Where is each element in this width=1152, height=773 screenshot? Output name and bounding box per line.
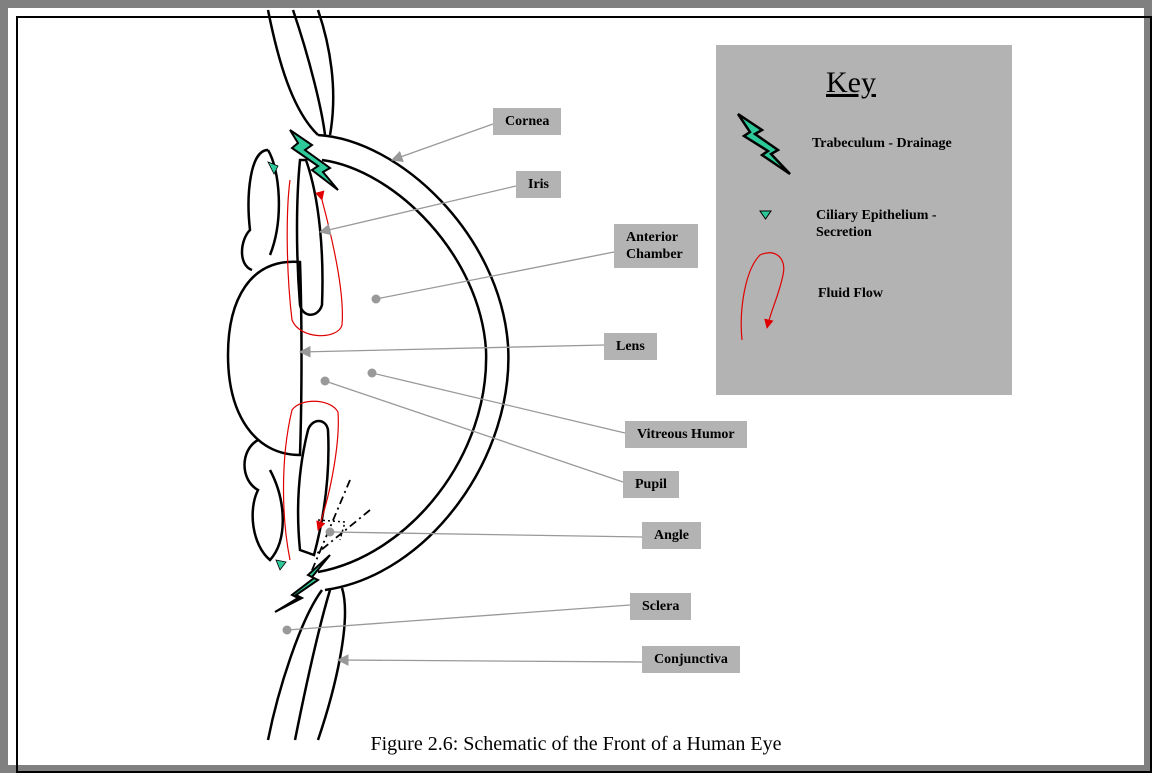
- leader-iris: [320, 186, 516, 232]
- leader-angle: [330, 532, 642, 537]
- leader-sclera: [287, 605, 630, 630]
- cornea-inner-outline: [318, 160, 486, 572]
- iris-lower: [298, 421, 328, 555]
- conjunctiva-upper: [268, 10, 318, 135]
- fluid-flow-paths: [284, 180, 343, 560]
- key-label-fluid-flow: Fluid Flow: [818, 285, 883, 302]
- leader-lines: [283, 124, 643, 662]
- drainage-bolts: [275, 130, 338, 612]
- sclera-upper: [293, 10, 325, 135]
- label-vitreous-humor: Vitreous Humor: [625, 421, 747, 448]
- flow-arrow-icon: [735, 250, 795, 345]
- sclera-upper-outer: [318, 10, 333, 135]
- leader-pupil: [325, 381, 623, 482]
- dot-sclera: [283, 626, 292, 635]
- leader-anterior-chamber: [376, 252, 614, 299]
- label-conjunctiva: Conjunctiva: [642, 646, 740, 673]
- leader-lens: [300, 345, 604, 352]
- lens-outline: [228, 262, 302, 455]
- sclera-lower-outer: [318, 588, 345, 740]
- label-iris: Iris: [516, 171, 561, 198]
- ciliary-body-lower: [245, 440, 283, 560]
- leader-cornea: [392, 124, 493, 160]
- dot-anterior-chamber: [372, 295, 381, 304]
- leader-conjunctiva: [338, 660, 642, 662]
- dot-angle: [326, 528, 335, 537]
- label-pupil: Pupil: [623, 471, 679, 498]
- key-title: Key: [826, 66, 876, 100]
- label-sclera: Sclera: [630, 593, 691, 620]
- figure-caption: Figure 2.6: Schematic of the Front of a …: [0, 733, 1152, 756]
- label-cornea: Cornea: [493, 108, 561, 135]
- label-anterior-chamber: Anterior Chamber: [614, 224, 698, 268]
- label-angle: Angle: [642, 522, 701, 549]
- key-label-trabeculum: Trabeculum - Drainage: [812, 135, 952, 152]
- triangle-icon: [758, 208, 774, 222]
- label-lens: Lens: [604, 333, 657, 360]
- fluid-flow-upper: [287, 180, 342, 336]
- dot-pupil: [321, 377, 330, 386]
- triangle-icon-lower: [276, 560, 286, 570]
- dot-vitreous: [368, 369, 377, 378]
- key-label-ciliary: Ciliary Epithelium - Secretion: [816, 207, 986, 241]
- lightning-bolt-icon: [730, 110, 800, 180]
